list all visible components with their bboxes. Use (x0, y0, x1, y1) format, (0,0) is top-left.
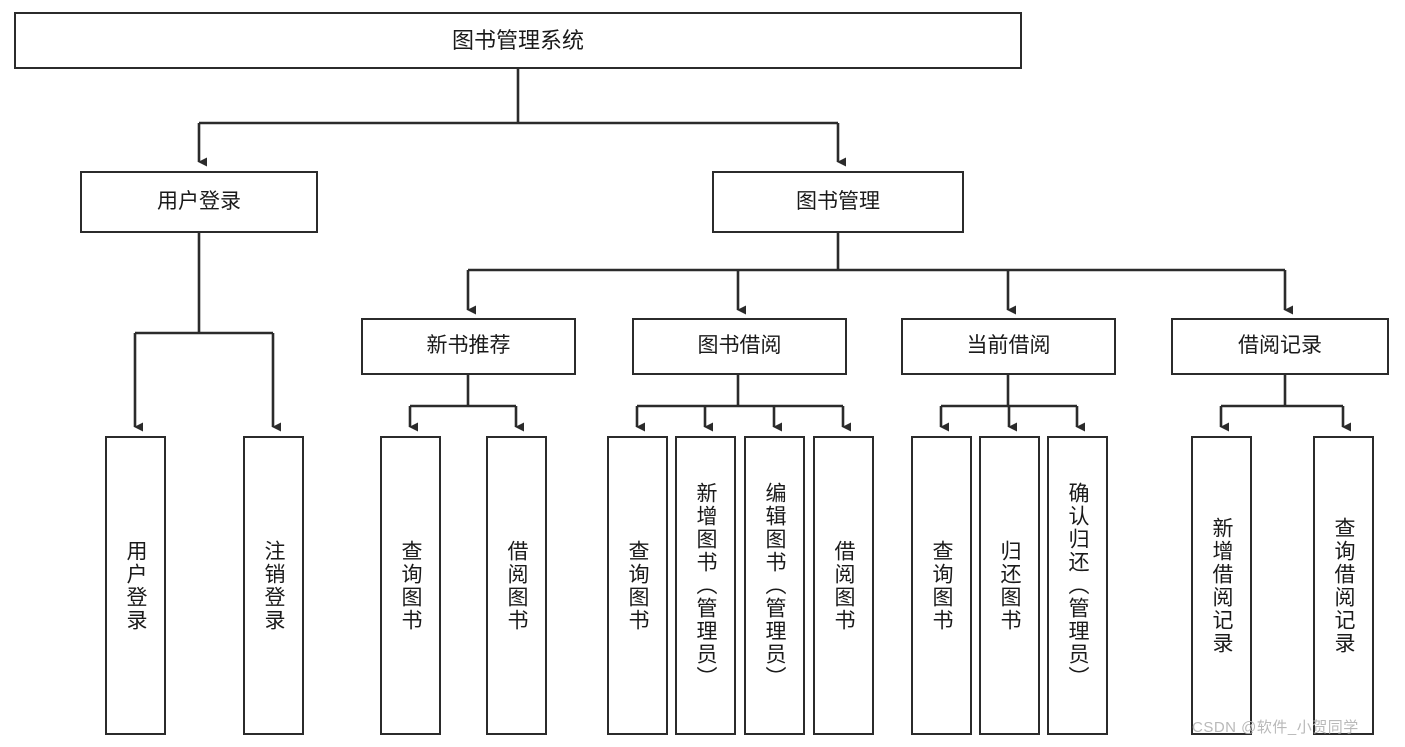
node-book-borrow[interactable]: 图书借阅 (632, 318, 847, 375)
leaf-book-borrow-borrow-book[interactable]: 借阅图书 (813, 436, 874, 735)
node-label: 借阅图书 (832, 539, 855, 632)
node-label: 查询借阅记录 (1332, 516, 1355, 655)
leaf-borrow-record-query-record[interactable]: 查询借阅记录 (1313, 436, 1374, 735)
node-book-management[interactable]: 图书管理 (712, 171, 964, 233)
node-label: 查询图书 (626, 539, 649, 632)
node-label: 新增借阅记录 (1210, 516, 1233, 655)
leaf-user-login-logout[interactable]: 注销登录 (243, 436, 304, 735)
leaf-new-book-borrow-book[interactable]: 借阅图书 (486, 436, 547, 735)
node-label: 图书管理 (796, 189, 880, 213)
node-borrow-record[interactable]: 借阅记录 (1171, 318, 1389, 375)
leaf-book-borrow-query-book[interactable]: 查询图书 (607, 436, 668, 735)
node-label: 新书推荐 (426, 334, 511, 358)
node-label: 归还图书 (998, 539, 1021, 632)
node-label: 确认归还（管理员） (1066, 482, 1089, 689)
leaf-current-borrow-query-book[interactable]: 查询图书 (911, 436, 972, 735)
node-label: 图书管理系统 (451, 27, 584, 53)
node-root-book-management-system[interactable]: 图书管理系统 (14, 12, 1022, 69)
node-label: 注销登录 (262, 539, 285, 632)
node-label: 用户登录 (157, 189, 241, 213)
leaf-current-borrow-confirm-return-admin[interactable]: 确认归还（管理员） (1047, 436, 1108, 735)
leaf-book-borrow-edit-book-admin[interactable]: 编辑图书（管理员） (744, 436, 805, 735)
node-label: 借阅图书 (505, 539, 528, 632)
node-label: 借阅记录 (1238, 334, 1322, 358)
node-label: 新增图书（管理员） (694, 482, 717, 689)
node-label: 用户登录 (124, 539, 147, 632)
leaf-user-login-login[interactable]: 用户登录 (105, 436, 166, 735)
node-label: 图书借阅 (697, 334, 782, 358)
node-label: 当前借阅 (966, 334, 1051, 358)
node-user-login[interactable]: 用户登录 (80, 171, 318, 233)
node-label: 查询图书 (399, 539, 422, 632)
leaf-new-book-query-book[interactable]: 查询图书 (380, 436, 441, 735)
node-new-book-recommend[interactable]: 新书推荐 (361, 318, 576, 375)
leaf-book-borrow-add-book-admin[interactable]: 新增图书（管理员） (675, 436, 736, 735)
node-current-borrow[interactable]: 当前借阅 (901, 318, 1116, 375)
node-label: 编辑图书（管理员） (763, 482, 786, 689)
csdn-watermark: CSDN @软件_小贺同学 (1192, 719, 1359, 736)
node-label: 查询图书 (930, 539, 953, 632)
leaf-borrow-record-add-record[interactable]: 新增借阅记录 (1191, 436, 1252, 735)
leaf-current-borrow-return-book[interactable]: 归还图书 (979, 436, 1040, 735)
